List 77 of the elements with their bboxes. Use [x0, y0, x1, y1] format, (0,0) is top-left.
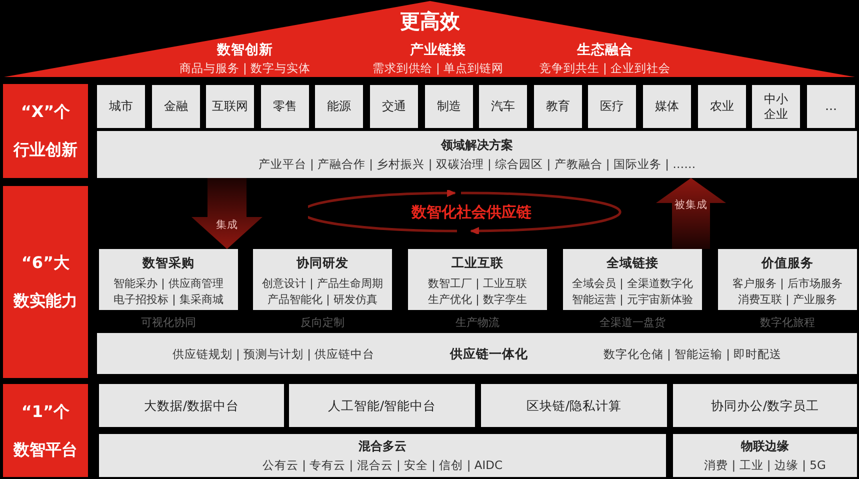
card-heading: 价值服务	[762, 255, 814, 271]
layer-label	[3, 384, 88, 477]
band-text: 数字化仓储 | 智能运输 | 即时配送	[603, 346, 782, 360]
platform-tile: 协同办公/数字员工	[673, 384, 857, 427]
layer-title: 数智平台	[14, 440, 78, 460]
band-heading: 供应链一体化	[450, 346, 528, 360]
panel-heading: 领域解决方案	[441, 138, 513, 153]
capability-card	[718, 249, 857, 310]
solution-panel	[99, 434, 666, 477]
industry-tile: 农业	[698, 85, 746, 128]
layer-number: “X”个	[20, 102, 70, 122]
pillar-text: 需求到供给 | 单点到链网	[372, 61, 504, 75]
solution-panel	[97, 131, 857, 178]
platform-tile: 大数据/数据中台	[99, 384, 284, 427]
capability-card	[99, 249, 238, 310]
card-text: 创意设计 | 产品生命周期	[262, 277, 383, 290]
card-heading: 全域链接	[606, 255, 658, 271]
layer-label	[3, 186, 88, 378]
edge-label: 集成	[216, 219, 238, 231]
panel-text: 消费 | 工业 | 边缘 | 5G	[704, 458, 826, 472]
card-text: 生产优化 | 数字孪生	[428, 293, 527, 306]
layer-title: 数实能力	[14, 291, 78, 311]
pillar-heading: 数智创新	[217, 42, 273, 58]
integration-band	[97, 333, 857, 374]
industry-tile: 零售	[261, 85, 309, 128]
pillar-text: 商品与服务 | 数字与实体	[179, 61, 311, 75]
caption-text: 全渠道一盘货	[600, 316, 666, 329]
industry-tile: 制造	[425, 85, 473, 128]
platform-tile: 人工智能/智能中台	[289, 384, 475, 427]
block-arrow	[192, 178, 262, 249]
pillar-text: 竞争到共生 | 企业到社会	[539, 61, 671, 75]
card-text: 客户服务 | 后市场服务	[732, 277, 842, 290]
card-heading: 协同研发	[296, 255, 348, 271]
main-heading: 更高效	[400, 9, 460, 33]
solution-panel	[673, 434, 857, 477]
edge-label: 被集成	[674, 199, 708, 211]
panel-text: 公有云 | 专有云 | 混合云 | 安全 | 信创 | AIDC	[262, 458, 503, 472]
caption-text: 反向定制	[300, 316, 344, 329]
layer-label	[3, 84, 88, 178]
industry-tile: 能源	[315, 85, 363, 128]
industry-tile: 媒体	[643, 85, 691, 128]
pillar-heading: 生态融合	[577, 42, 633, 58]
capability-card	[253, 249, 392, 310]
layer-title: 行业创新	[14, 140, 78, 160]
caption-text: 生产物流	[456, 316, 500, 329]
panel-heading: 混合多云	[358, 439, 406, 454]
card-heading: 工业互联	[452, 255, 504, 271]
caption-text: 数字化旅程	[760, 316, 815, 329]
industry-tile: 互联网	[206, 85, 254, 128]
panel-text: 产业平台 | 产融合作 | 乡村振兴 | 双碳治理 | 综合园区 | 产教融合 | 国际业务 | ……	[258, 157, 696, 171]
card-text: 消费互联 | 产业服务	[738, 293, 837, 306]
card-text: 产品智能化 | 研发仿真	[268, 293, 378, 306]
card-text: 智能运营 | 元宇宙新体验	[572, 293, 693, 306]
industry-tile: 城市	[97, 85, 145, 128]
platform-tile: 区块链/隐私计算	[481, 384, 667, 427]
capability-card	[563, 249, 702, 310]
ring-label: 数智化社会供应链	[411, 203, 532, 221]
pillar-heading: 产业链接	[410, 42, 466, 58]
industry-tile: 金融	[152, 85, 200, 128]
industry-tile: 交通	[370, 85, 418, 128]
layer-number: “6”大	[21, 253, 70, 273]
industry-tile: 医疗	[588, 85, 636, 128]
capability-card	[408, 249, 547, 310]
panel-heading: 物联边缘	[741, 439, 789, 454]
block-arrow	[656, 178, 726, 249]
card-heading: 数智采购	[142, 255, 194, 271]
card-text: 全域会员 | 全渠道数字化	[572, 277, 693, 290]
industry-tile: 教育	[534, 85, 582, 128]
card-text: 电子招投标 | 集采商城	[114, 293, 224, 306]
band-text: 供应链规划 | 预测与计划 | 供应链中台	[172, 346, 375, 360]
layer-number: “1”个	[21, 402, 70, 422]
industry-tile: 中小企业	[752, 85, 800, 128]
card-text: 智能采办 | 供应商管理	[114, 277, 224, 290]
industry-tile: 汽车	[479, 85, 527, 128]
caption-text: 可视化协同	[141, 316, 196, 329]
card-text: 数智工厂 | 工业互联	[428, 277, 527, 290]
industry-tile: …	[807, 85, 855, 128]
